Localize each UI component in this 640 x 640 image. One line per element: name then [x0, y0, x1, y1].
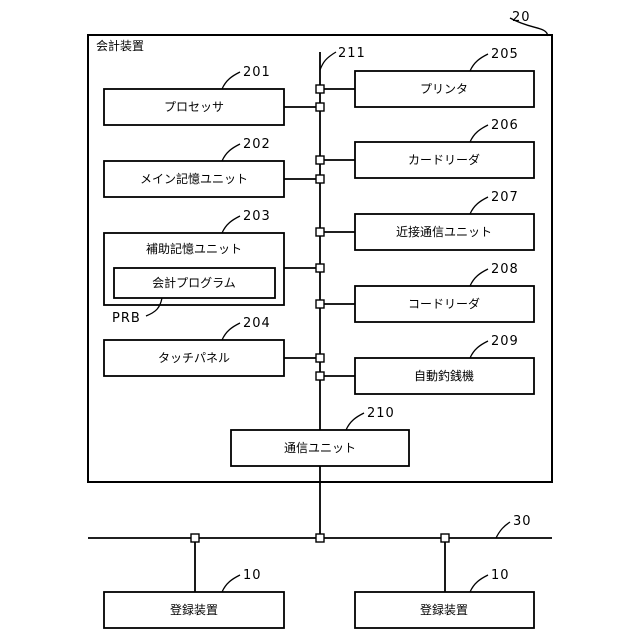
- bus-node-card-reader: [316, 156, 324, 164]
- bus-node-touch-panel: [316, 354, 324, 362]
- processor-label: プロセッサ: [164, 100, 224, 114]
- main-memory-ref: 202: [243, 137, 271, 152]
- program-ref: PRB: [112, 311, 141, 326]
- network-node-comm-unit: [316, 534, 324, 542]
- nfc-unit-label: 近接通信ユニット: [396, 224, 492, 239]
- register-1-ref: 10: [243, 568, 262, 583]
- register-1-ref-leader: [222, 575, 240, 592]
- aux-storage-label: 補助記憶ユニット: [146, 241, 242, 256]
- auto-changer-ref: 209: [491, 334, 519, 349]
- main-memory-label: メイン記憶ユニット: [140, 171, 248, 186]
- bus-node-printer: [316, 85, 324, 93]
- printer-label: プリンタ: [420, 82, 468, 96]
- comm-unit-ref: 210: [367, 406, 395, 421]
- comm-unit-label: 通信ユニット: [284, 441, 356, 455]
- register-1-label: 登録装置: [170, 602, 218, 617]
- bus-node-main-memory: [316, 175, 324, 183]
- bus-node-auto-changer: [316, 372, 324, 380]
- card-reader-ref: 206: [491, 118, 519, 133]
- network-ref-leader: [496, 522, 510, 538]
- card-reader-label: カードリーダ: [408, 152, 480, 167]
- device-ref: 20: [512, 10, 531, 25]
- code-reader-label: コードリーダ: [408, 296, 480, 311]
- bus-node-code-reader: [316, 300, 324, 308]
- accounting-device-title: 会計装置: [96, 38, 144, 53]
- aux-storage-ref: 203: [243, 209, 271, 224]
- network-node-register-2: [441, 534, 449, 542]
- bus-node-nfc-unit: [316, 228, 324, 236]
- register-2-ref: 10: [491, 568, 510, 583]
- bus-node-processor: [316, 103, 324, 111]
- nfc-unit-ref: 207: [491, 190, 519, 205]
- code-reader-ref: 208: [491, 262, 519, 277]
- processor-ref: 201: [243, 65, 271, 80]
- register-2-label: 登録装置: [420, 602, 468, 617]
- accounting-program-label: 会計プログラム: [152, 275, 236, 290]
- touch-panel-ref: 204: [243, 316, 271, 331]
- network-ref: 30: [513, 514, 532, 529]
- bus-ref: 211: [338, 46, 366, 61]
- printer-ref: 205: [491, 47, 519, 62]
- touch-panel-label: タッチパネル: [158, 351, 230, 365]
- register-2-ref-leader: [470, 575, 488, 592]
- bus-node-aux-storage: [316, 264, 324, 272]
- auto-changer-label: 自動釣銭機: [414, 368, 474, 383]
- network-node-register-1: [191, 534, 199, 542]
